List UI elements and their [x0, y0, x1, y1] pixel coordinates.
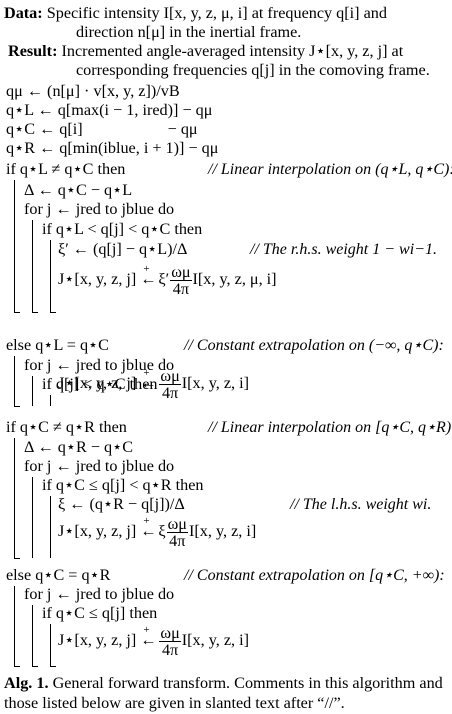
- block-tick: [14, 406, 20, 407]
- intensity-term: I[x, y, z, i]: [181, 374, 250, 392]
- caption-label: Alg. 1.: [4, 674, 49, 692]
- line-if-3a: if q⋆C ≤ q[j] < q⋆R then: [42, 476, 204, 494]
- line-xi: ξ ← (q⋆R − q[j])/Δ: [58, 495, 185, 513]
- block-tick: [32, 666, 38, 667]
- line-delta-2: Δ ← q⋆R − q⋆C: [24, 438, 134, 456]
- fraction-numerator: ωμ: [159, 623, 181, 642]
- intensity-term: I[x, y, z, i]: [188, 522, 257, 540]
- caption: Alg. 1. General forward transform. Comme…: [4, 674, 450, 713]
- plus-mark: +: [143, 515, 150, 527]
- block-tick: [14, 666, 20, 667]
- block-bar: [50, 496, 51, 558]
- data-text-1: Specific intensity I[x, y, z, μ, i] at f…: [46, 4, 387, 22]
- plus-assign: +←: [140, 366, 157, 400]
- comment-constant-1: // Constant extrapolation on (−∞, q⋆C):: [184, 337, 444, 354]
- intensity-term: I[x, y, z, i]: [181, 631, 250, 649]
- line-qR: q⋆R ← q[min(iblue, i + 1)] − qμ: [6, 139, 219, 157]
- line-if-4: if q⋆C ≤ q[j] then: [42, 604, 158, 622]
- plus-assign: +←: [140, 262, 157, 296]
- line-for-3: for j ← jred to jblue do: [24, 457, 175, 475]
- plus-mark: +: [143, 624, 150, 636]
- block-tick: [14, 558, 20, 559]
- j-target: J⋆[x, y, z, j]: [58, 522, 137, 540]
- line-if-2: if q[j] < q⋆C then: [42, 375, 158, 393]
- comment-linear-2: // Linear interpolation on [q⋆C, q⋆R):: [208, 419, 452, 436]
- j-target: J⋆[x, y, z, j]: [58, 631, 137, 649]
- plus-assign: +←: [140, 623, 157, 657]
- block-tick: [32, 312, 38, 313]
- fraction-denominator: 4π: [161, 383, 179, 402]
- weight: ξ: [158, 522, 166, 540]
- line-else-2: else q⋆C = q⋆R: [6, 566, 111, 584]
- weight: ξ′: [158, 270, 170, 288]
- data-line-1: Data: Specific intensity I[x, y, z, μ, i…: [4, 4, 387, 23]
- block-tick: [50, 312, 56, 313]
- block-bar: [14, 438, 15, 558]
- fraction-numerator: ωμ: [159, 366, 181, 385]
- block-bar: [14, 586, 15, 666]
- block-bar: [32, 477, 33, 558]
- line-if-3: if q⋆C ≠ q⋆R then: [6, 418, 127, 436]
- j-target: J⋆[x, y, z, j]: [58, 374, 137, 392]
- comment-rhs-weight: // The r.h.s. weight 1 − wi−1.: [250, 241, 437, 258]
- comment-constant-2: // Constant extrapolation on [q⋆C, +∞):: [184, 567, 445, 584]
- line-for-2: for j ← jred to jblue do: [24, 356, 175, 374]
- j-target: J⋆[x, y, z, j]: [58, 270, 137, 288]
- plus-mark: +: [143, 263, 150, 275]
- line-else-1: else q⋆L = q⋆C: [6, 336, 109, 354]
- caption-text: General forward transform. Comments in t…: [4, 674, 443, 712]
- block-bar: [14, 180, 15, 312]
- fraction-denominator: 4π: [161, 640, 179, 659]
- result-line-2: corresponding frequencies q[j] in the co…: [76, 61, 430, 79]
- data-line-2: direction n[μ] in the inertial frame.: [76, 23, 302, 41]
- arrow-mark: ←: [140, 522, 157, 540]
- arrow-mark: ←: [140, 631, 157, 649]
- line-for-4: for j ← jred to jblue do: [24, 585, 175, 603]
- block-bar: [50, 624, 51, 666]
- block-tick: [50, 666, 56, 667]
- block-bar: [32, 605, 33, 666]
- result-label: Result:: [8, 42, 58, 60]
- arrow-mark: ←: [140, 374, 157, 392]
- block-bar: [32, 376, 33, 406]
- block-tick: [14, 312, 20, 313]
- fraction-denominator: 4π: [172, 279, 189, 298]
- line-for-1: for j ← jred to jblue do: [24, 200, 175, 218]
- line-delta-1: Δ ← q⋆C − q⋆L: [24, 181, 133, 199]
- fraction-numerator: ωμ: [170, 262, 192, 281]
- comment-linear-1: // Linear interpolation on (q⋆L, q⋆C):: [208, 161, 452, 178]
- line-if-1: if q⋆L ≠ q⋆C then: [6, 160, 126, 178]
- block-bar: [50, 240, 51, 312]
- plus-mark: +: [143, 367, 150, 379]
- fraction-denominator: 4π: [169, 531, 186, 550]
- intensity-term: I[x, y, z, μ, i]: [192, 270, 277, 288]
- line-if-1a: if q⋆L < q[j] < q⋆C then: [42, 220, 203, 238]
- line-xi-prime: ξ′ ← (q[j] − q⋆L)/Δ: [58, 240, 188, 258]
- result-line-1: Result: Incremented angle-averaged inten…: [8, 42, 403, 61]
- line-qmu: qμ ← (n[μ] · v[x, y, z])/vB: [6, 82, 180, 100]
- line-qC: q⋆C ← q[i] − qμ: [6, 120, 198, 138]
- comment-lhs-weight: // The l.h.s. weight wi.: [290, 496, 432, 513]
- block-bar: [32, 220, 33, 312]
- plus-assign: +←: [140, 514, 157, 548]
- result-text-1: Incremented angle-averaged intensity J⋆[…: [61, 42, 404, 60]
- block-bar: [14, 356, 15, 406]
- arrow-mark: ←: [140, 270, 157, 288]
- block-bar: [50, 395, 51, 406]
- fraction-numerator: ωμ: [166, 514, 188, 533]
- data-label: Data:: [4, 4, 43, 22]
- line-qL: q⋆L ← q[max(i − 1, ired)] − qμ: [6, 101, 213, 119]
